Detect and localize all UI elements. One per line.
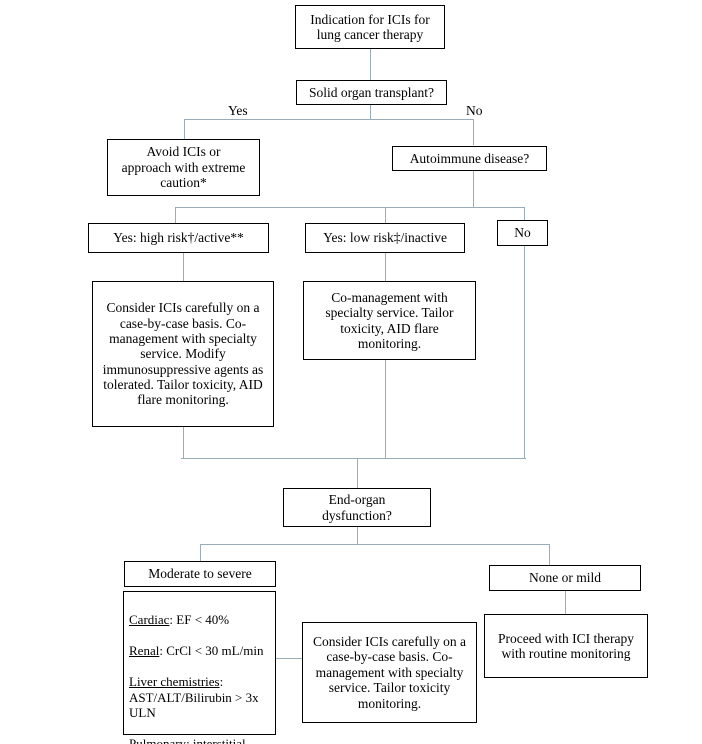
criteria-label-renal: Renal [129, 642, 160, 658]
node-solid-organ-transplant[interactable]: Solid organ transplant? [296, 80, 447, 105]
connector-low-risk-to-comanagement [385, 253, 387, 281]
node-moderate-to-severe[interactable]: Moderate to severe [124, 561, 276, 587]
connector-indication-to-transplant [370, 49, 372, 80]
node-consider-icis-case-by-case[interactable]: Consider ICIs carefully on a case-by-cas… [302, 622, 477, 723]
criteria-label-pulmonary: Pulmonary [129, 736, 187, 744]
connector-autoimmune-yes-low-drop [385, 207, 387, 223]
criteria-label-cardiac: Cardiac [129, 611, 170, 627]
connector-bus-to-end-organ [357, 458, 359, 488]
connector-end-organ-bus [200, 544, 550, 546]
criteria-value-renal: : CrCl < 30 mL/min [159, 642, 264, 658]
node-organ-criteria[interactable]: Cardiac: EF < 40% Renal: CrCl < 30 mL/mi… [123, 591, 276, 744]
connector-high-risk-to-consider [183, 253, 185, 281]
connector-autoimmune-down [473, 171, 475, 208]
connector-convergence-bus [181, 458, 526, 460]
connector-criteria-to-consider [276, 658, 303, 660]
criteria-item-pulmonary: Pulmonary: interstitial lung disease [129, 736, 270, 744]
connector-no-long-drop [524, 246, 526, 459]
criteria-value-cardiac: : EF < 40% [169, 611, 230, 627]
node-yes-low-risk[interactable]: Yes: low risk‡/inactive [305, 223, 465, 253]
node-autoimmune-disease[interactable]: Autoimmune disease? [392, 146, 547, 171]
connector-transplant-yes-drop [184, 119, 186, 139]
connector-transplant-down [370, 104, 372, 120]
connector-consider-down [183, 427, 185, 459]
connector-transplant-no-drop [473, 119, 475, 145]
node-consider-icis-high-risk[interactable]: Consider ICIs carefully on a case-by-cas… [92, 281, 274, 427]
criteria-value-pulmonary: : interstitial lung disease [186, 736, 246, 744]
criteria-item-renal: Renal: CrCl < 30 mL/min [129, 643, 270, 659]
connector-moderate-drop [200, 544, 202, 562]
connector-none-mild-drop [549, 544, 551, 565]
connector-comanagement-down [385, 360, 387, 459]
node-co-management[interactable]: Co-management with specialty service. Ta… [303, 281, 476, 360]
criteria-item-cardiac: Cardiac: EF < 40% [129, 612, 270, 628]
node-none-or-mild[interactable]: None or mild [489, 565, 641, 591]
connector-autoimmune-bus [175, 207, 525, 209]
criteria-value-liver: : AST/ALT/Bilirubin > 3x ULN [129, 673, 259, 721]
edge-label-transplant-yes: Yes [228, 103, 248, 118]
node-autoimmune-no[interactable]: No [497, 220, 548, 246]
edge-label-transplant-no: No [466, 103, 483, 118]
connector-transplant-bus [184, 119, 474, 121]
node-yes-high-risk[interactable]: Yes: high risk†/active** [88, 223, 269, 253]
node-proceed-with-ici[interactable]: Proceed with ICI therapy with routine mo… [484, 614, 648, 678]
criteria-item-liver: Liver chemistries: AST/ALT/Bilirubin > 3… [129, 674, 270, 721]
node-indication[interactable]: Indication for ICIs for lung cancer ther… [295, 5, 445, 49]
connector-end-organ-down [357, 527, 359, 545]
connector-autoimmune-yes-high-drop [175, 207, 177, 223]
criteria-label-liver: Liver chemistries [129, 673, 220, 689]
node-avoid-icis[interactable]: Avoid ICIs or approach with extreme caut… [107, 139, 260, 196]
organ-criteria-list: Cardiac: EF < 40% Renal: CrCl < 30 mL/mi… [129, 596, 270, 744]
connector-autoimmune-no-drop [524, 207, 526, 220]
connector-none-mild-to-proceed [565, 591, 567, 614]
node-end-organ-dysfunction[interactable]: End-organ dysfunction? [283, 488, 431, 527]
